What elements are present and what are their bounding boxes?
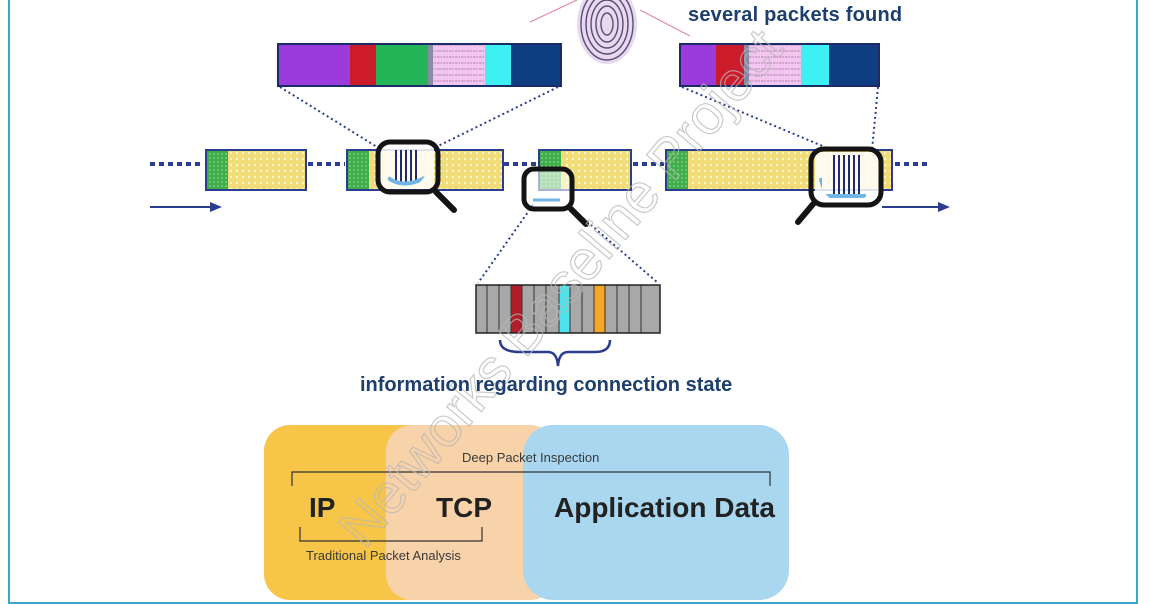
flow-arrow-right [882,202,950,212]
magnifier-icon [521,166,589,227]
flow-arrow-left [150,202,222,212]
expanded-packet-right [679,43,880,87]
tcp-layer-label: TCP [436,492,492,523]
connection-state-caption: information regarding connection state [360,374,733,396]
packet-1 [205,149,307,191]
connection-state-table [475,284,661,334]
deep-packet-inspection-label: Deep Packet Inspection [462,450,600,465]
traditional-packet-analysis-label: Traditional Packet Analysis [306,548,461,563]
traditional-bracket [299,527,483,542]
ip-layer-label: IP [309,492,336,523]
dpi-bracket [291,471,771,486]
application-data-label: Application Data [554,492,775,523]
several-packets-caption: several packets found [688,4,903,26]
fingerprint-icon [529,0,691,64]
magnifier-icon [795,146,884,225]
inspection-layers [264,425,789,600]
curly-brace [498,339,612,367]
expanded-packet-left [277,43,562,87]
magnifier-icon [375,139,457,213]
